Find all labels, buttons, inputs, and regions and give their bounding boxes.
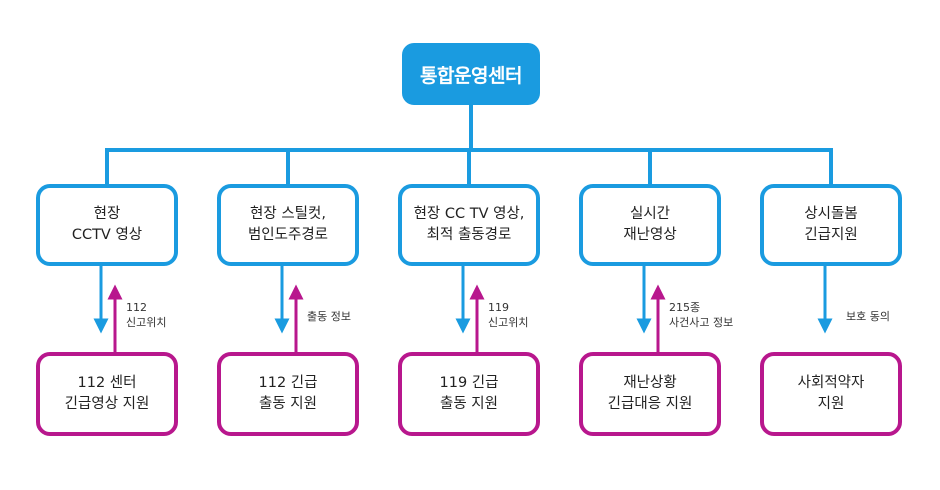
source-node-label: 상시돌봄 긴급지원 [804,206,858,243]
source-node-5: 상시돌봄 긴급지원 [760,184,902,266]
support-node-4: 재난상황 긴급대응 지원 [579,352,721,436]
source-node-label: 현장 스틸컷, 범인도주경로 [247,206,329,243]
flow-label-1: 112 신고위치 [126,301,167,329]
support-node-label: 112 센터 긴급영상 지원 [64,375,150,412]
source-node-2: 현장 스틸컷, 범인도주경로 [217,184,359,266]
support-node-label: 112 긴급 출동 지원 [258,375,318,412]
root-node-label: 통합운영센터 [420,64,522,87]
support-node-label: 재난상황 긴급대응 지원 [607,375,693,412]
source-node-label: 현장 CCTV 영상 [71,206,143,243]
source-node-1: 현장 CCTV 영상 [36,184,178,266]
root-node: 통합운영센터 [402,43,540,105]
support-node-1: 112 센터 긴급영상 지원 [36,352,178,436]
flow-label-4: 215종 사건사고 정보 [669,301,734,329]
support-node-3: 119 긴급 출동 지원 [398,352,540,436]
flow-label-2: 출동 정보 [307,310,351,323]
source-node-4: 실시간 재난영상 [579,184,721,266]
flow-label-5: 보호 동의 [846,310,890,323]
source-node-3: 현장 CC TV 영상, 최적 출동경로 [398,184,540,266]
source-node-label: 현장 CC TV 영상, 최적 출동경로 [413,206,525,243]
source-node-label: 실시간 재난영상 [623,206,677,243]
support-node-label: 119 긴급 출동 지원 [439,375,499,412]
support-node-5: 사회적약자 지원 [760,352,902,436]
support-node-label: 사회적약자 지원 [797,375,865,412]
flow-label-3: 119 신고위치 [488,301,529,329]
support-node-2: 112 긴급 출동 지원 [217,352,359,436]
